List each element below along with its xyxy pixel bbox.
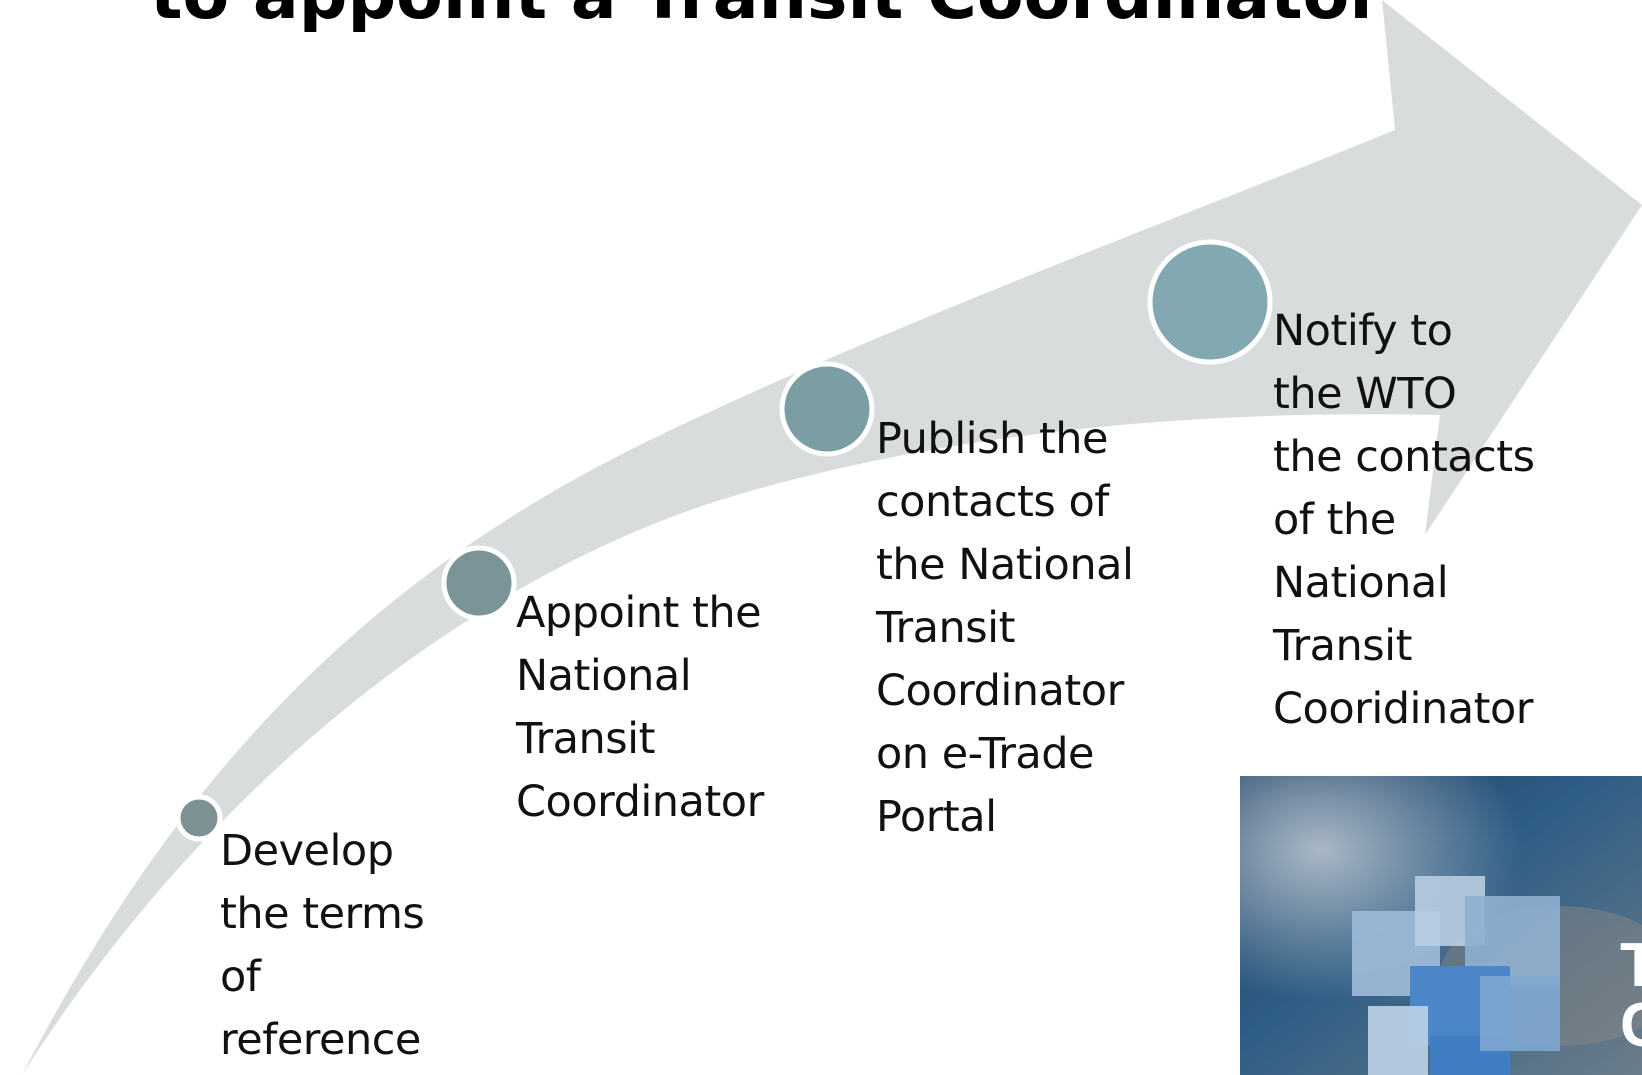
cover-image-graphic	[1240, 776, 1642, 1075]
step-1-dot	[175, 794, 223, 842]
cover-image-caption: T C	[1620, 931, 1642, 1057]
step-1-label: Develop the terms of reference	[220, 826, 425, 1065]
step-4-label: Notify to the WTO the contacts of the Na…	[1273, 306, 1535, 734]
step-3-dot	[779, 361, 875, 457]
slide-title: to appoint a Transit Coordinator	[150, 0, 1383, 30]
step-3-label: Publish the contacts of the National Tra…	[876, 414, 1134, 842]
step-2-dot	[441, 545, 517, 621]
step-2-label: Appoint the National Transit Coordinator	[516, 588, 764, 827]
step-4-dot	[1147, 239, 1273, 365]
cover-image: T C	[1240, 776, 1642, 1075]
